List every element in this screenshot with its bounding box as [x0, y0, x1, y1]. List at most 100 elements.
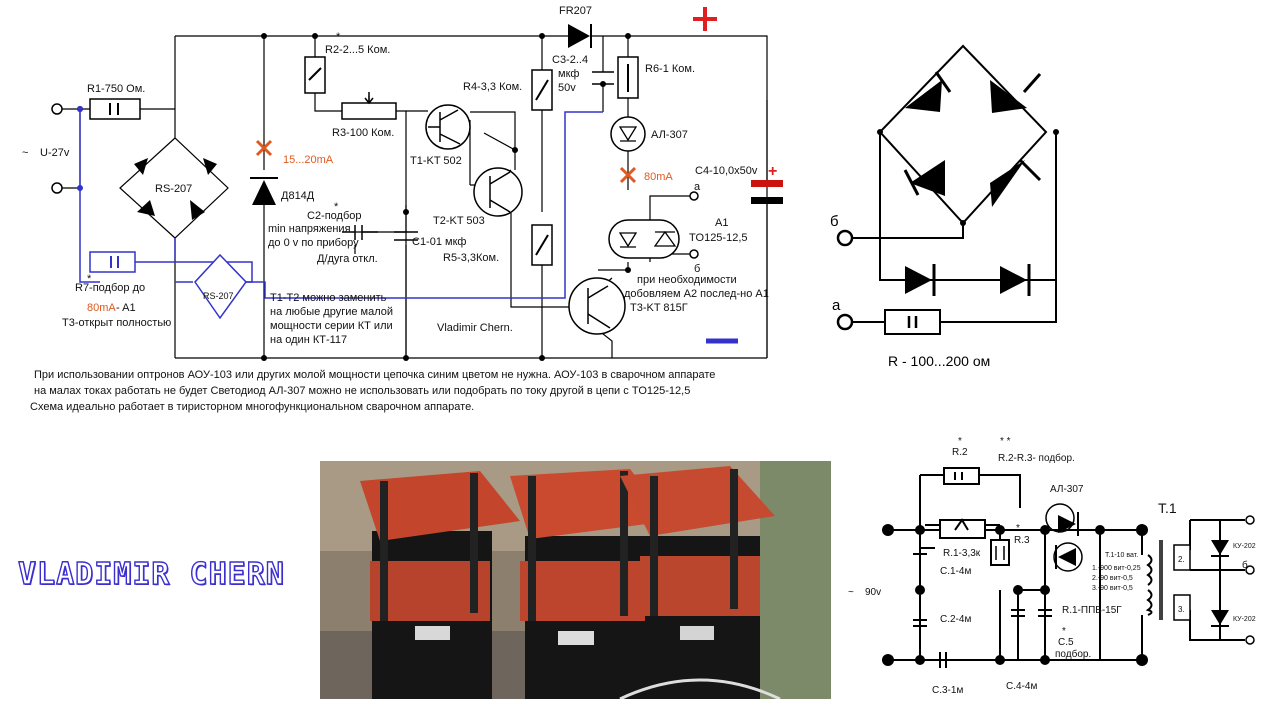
bridge-schematic: [836, 44, 1059, 335]
optron-a1: [608, 219, 680, 259]
small-c3: C.3-1м: [932, 685, 963, 696]
small-r23-star: * *: [1000, 436, 1011, 447]
node-b-terminal: [689, 249, 699, 259]
label-c4-plus: +: [768, 163, 777, 180]
label-r5: R5-3,3Ком.: [443, 252, 499, 264]
small-tw2: 1.-900 вит-0,25: [1092, 565, 1141, 572]
small-r3: R.3: [1014, 535, 1030, 546]
brand-logo: VLADIMIR CHERN: [17, 556, 285, 592]
label-u27: U-27v: [40, 147, 70, 159]
transistor-t2: [473, 167, 523, 217]
label-t3open: T3-открыт полностью: [62, 317, 171, 329]
label-c3-c: 50v: [558, 82, 576, 94]
small-b: б: [1242, 559, 1248, 571]
label-r2: R2-2...5 Ком.: [325, 44, 390, 56]
label-t3: T3-KT 815Г: [630, 302, 688, 314]
label-a1: A1: [715, 217, 728, 229]
small-ku1: КУ-202: [1233, 543, 1256, 550]
label-r4: R4-3,3 Ком.: [463, 81, 522, 93]
label-c3-b: мкф: [558, 68, 579, 80]
label-r6: R6-1 Ком.: [645, 63, 695, 75]
label-c3-a: C3-2..4: [552, 54, 588, 66]
small-c1: C.1-4м: [940, 566, 971, 577]
transistor-t3: [568, 277, 626, 335]
label-author: Vladimir Chern.: [437, 322, 513, 334]
small-tw1: T.1-10 ват.: [1105, 552, 1138, 559]
label-to125: TO125-12,5: [689, 232, 748, 244]
small-c2: C.2-4м: [940, 614, 971, 625]
plus-red-marker: [693, 7, 717, 31]
label-r1: R1-750 Ом.: [87, 83, 145, 95]
label-c2-star: *: [334, 201, 339, 213]
resistor-r1: [89, 98, 141, 120]
small-r2: R.2: [952, 447, 968, 458]
label-rs207-main: RS-207: [155, 183, 192, 195]
label-tnote3: мощности серии КТ или: [270, 320, 393, 332]
note-line-1: При использовании оптронов АОУ-103 или д…: [34, 369, 716, 381]
small-schematic: [888, 467, 1245, 668]
resistor-r7: [89, 251, 136, 273]
small-c5b: подбор.: [1055, 648, 1091, 660]
label-r2-star: *: [336, 31, 341, 43]
label-80ma: 80mA: [87, 302, 116, 314]
led-al307: [610, 116, 646, 152]
label-c2: C2-подбор: [307, 210, 362, 222]
small-r23: R.2-R.3- подбор.: [998, 452, 1075, 464]
node-a-terminal: [689, 191, 699, 201]
label-r7-star: *: [87, 273, 92, 285]
small-r2-star: *: [958, 436, 962, 447]
note-line-3: Схема идеально работает в тиристорном мн…: [30, 401, 475, 413]
small-c5-star: *: [1062, 626, 1066, 637]
welding-unit-2: [510, 469, 670, 699]
capacitor-c4-plus: [751, 180, 783, 187]
label-d814: Д814Д: [281, 190, 315, 202]
input-terminal-bottom: [51, 182, 63, 194]
zener-d814: [252, 180, 276, 205]
small-w2: 2.: [1178, 555, 1185, 564]
label-t2: T2-KT 503: [433, 215, 485, 227]
small-tw3: 2.-90 вит-0,5: [1092, 575, 1133, 582]
label-r7: R7-подбор до: [75, 282, 145, 294]
capacitor-c4-minus: [751, 197, 783, 204]
small-tw4: 3.-90 вит-0,5: [1092, 585, 1133, 592]
label-tnote4: на один КТ-117: [270, 334, 347, 346]
bridge-node-b-label: б: [830, 213, 839, 230]
capacitor-c3: [592, 71, 614, 85]
capacitor-c2: [342, 225, 378, 240]
label-node-a: a: [694, 181, 701, 193]
small-c4: C.4-4м: [1006, 681, 1037, 692]
label-rs207-small: RS-207: [203, 291, 234, 301]
small-r1ppb: R.1-ППБ-15Г: [1062, 605, 1122, 616]
small-tilde: ~: [848, 587, 854, 598]
welding-unit-1: [360, 471, 520, 699]
small-c5: C.5: [1058, 637, 1074, 648]
small-r1: R.1-3,3к: [943, 548, 981, 559]
capacitor-c1: [394, 231, 418, 241]
input-terminal-top: [51, 103, 63, 115]
label-a1b: - A1: [116, 302, 136, 314]
note-line-2: на малах токах работать не будет Светоди…: [34, 385, 691, 397]
label-t1: T1-KT 502: [410, 155, 462, 167]
label-fr207: FR207: [559, 5, 592, 17]
small-w3: 3.: [1178, 605, 1185, 614]
label-current-15-20: 15...20mA: [283, 154, 334, 166]
label-arc: Д/дуга откл.: [317, 253, 378, 265]
welding-units-photo: [320, 461, 831, 699]
small-ku2: КУ-202: [1233, 616, 1256, 623]
small-r3-star: *: [1016, 523, 1020, 534]
resistor-r3: [341, 102, 397, 120]
transistor-t1: [425, 104, 471, 150]
label-r3: R3-100 Ком.: [332, 127, 394, 139]
tilde-symbol: ~: [22, 147, 28, 159]
label-minv1: min напряжения: [268, 223, 351, 235]
bridge-caption: R - 100...200 ом: [888, 353, 990, 369]
label-tnote2: на любые другие малой: [270, 306, 393, 318]
label-al307: АЛ-307: [651, 129, 688, 141]
label-need2: добовляем A2 послед-но A1: [624, 288, 769, 300]
label-tnote1: T1-T2 можно заменить: [270, 292, 387, 304]
label-minv2: до 0 v по прибору: [268, 237, 359, 249]
label-current-80: 80mA: [644, 171, 673, 183]
small-al307: АЛ-307: [1050, 484, 1084, 495]
bridge-node-a-label: а: [832, 297, 841, 314]
